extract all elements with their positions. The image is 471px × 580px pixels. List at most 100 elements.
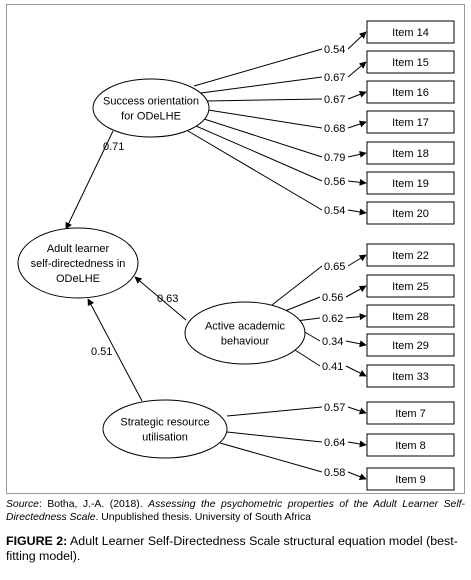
caption-area: Source: Botha, J.-A. (2018). Assessing t… [6,498,465,564]
item-29-connector [302,330,321,342]
item-33-label: Item 33 [392,371,429,383]
item-19-arrow [347,178,367,186]
item-33-loading: 0.41 [322,361,343,373]
item-8-box [366,433,455,457]
latent-adult-ellipse [17,227,139,299]
item-14-connector [193,48,323,87]
item-33-arrow [345,365,367,377]
figure-label: FIGURE 2: [6,534,68,548]
latent-strategic-label: utilisation [142,432,188,444]
item-15-connector [200,76,323,94]
item-25-label: Item 25 [392,281,429,293]
item-15-loading: 0.67 [324,72,345,84]
latent-active-label: Active academic [205,321,286,333]
item-9-connector [219,442,323,473]
latent-active-label: behaviour [221,336,270,348]
item-7-box [366,401,455,425]
item-20-box [366,201,455,225]
latent-success-label: Success orientation [103,96,199,108]
item-17-loading: 0.68 [324,123,345,135]
source-title: Assessing the psychometric properties of… [6,499,465,523]
item-29-box [366,333,455,357]
item-28-label: Item 28 [392,311,429,323]
item-29-loading: 0.34 [322,336,343,348]
figure-caption: FIGURE 2: Adult Learner Self-Directednes… [6,534,465,564]
item-22-loading: 0.65 [324,261,345,273]
item-15-arrow [347,61,367,78]
item-29-arrow [345,340,367,348]
item-28-box [366,304,455,328]
item-20-arrow [347,208,367,216]
item-9-loading: 0.58 [324,467,345,479]
item-25-connector [284,296,321,312]
item-7-arrow [347,406,367,415]
item-16-arrow [347,91,367,100]
item-15-label: Item 15 [392,57,429,69]
item-15-box [366,50,455,74]
item-20-label: Item 20 [392,208,429,220]
latent-success-label: for ODeLHE [121,111,181,123]
item-8-arrow [347,440,367,448]
latent-success-ellipse [92,78,210,138]
item-29-label: Item 29 [392,340,429,352]
item-20-connector [187,130,323,211]
latent-active-ellipse [184,301,306,365]
item-9-label: Item 9 [395,474,426,486]
sem-diagram: Success orientation for ODeLHE Adult learn… [17,20,455,491]
source-rest: . Unpublished thesis. University of Sout… [95,512,311,523]
path-strategic-coefficient: 0.51 [91,346,112,358]
item-20-loading: 0.54 [324,205,345,217]
item-18-box [366,141,455,165]
source-label: Source [6,499,39,510]
item-8-label: Item 8 [395,440,426,452]
item-7-connector [226,406,323,417]
item-7-loading: 0.57 [324,402,345,414]
latent-adult-label: Adult learner [47,243,110,255]
item-22-label: Item 22 [392,250,429,262]
item-7-label: Item 7 [395,408,426,420]
source-note: Source: Botha, J.-A. (2018). Assessing t… [6,498,465,524]
item-14-arrow [347,31,367,50]
item-14-loading: 0.54 [324,44,345,56]
item-18-arrow [347,150,367,158]
item-22-arrow [347,254,367,267]
item-16-label: Item 16 [392,87,429,99]
item-9-box [366,467,455,491]
item-16-box [366,80,455,104]
item-25-arrow [345,285,367,298]
item-18-loading: 0.79 [324,152,345,164]
item-19-connector [195,125,323,182]
item-22-connector [271,265,323,306]
path-strategic-arrow [87,298,143,402]
source-authors: : Botha, J.-A. (2018). [38,499,149,510]
item-16-loading: 0.67 [324,94,345,106]
item-8-connector [226,431,323,443]
item-9-arrow [347,471,367,480]
item-28-loading: 0.62 [322,313,343,325]
item-17-arrow [347,120,367,129]
item-19-box [366,171,455,195]
latent-strategic-ellipse [102,399,228,459]
item-8-loading: 0.64 [324,437,345,449]
item-17-connector [207,109,323,129]
path-success-arrow [65,130,114,230]
path-active-coefficient: 0.63 [157,293,178,305]
item-14-box [366,20,455,44]
item-17-label: Item 17 [392,117,429,129]
latent-adult-label: ODeLHE [56,273,100,285]
item-25-box [366,274,455,298]
latent-strategic-label: Strategic resource [120,417,209,429]
item-17-box [366,110,455,134]
figure-text: Adult Learner Self-Directedness Scale st… [6,534,458,563]
path-success-coefficient: 0.71 [103,141,124,153]
item-19-loading: 0.56 [324,176,345,188]
item-33-connector [294,349,321,367]
item-19-label: Item 19 [392,178,429,190]
path-active-arrow [134,276,187,321]
item-22-box [366,243,455,267]
item-18-label: Item 18 [392,148,429,160]
latent-adult-label: self-directedness in [31,258,126,270]
item-18-connector [203,118,323,158]
item-14-label: Item 14 [392,27,429,39]
item-16-connector [206,98,323,102]
